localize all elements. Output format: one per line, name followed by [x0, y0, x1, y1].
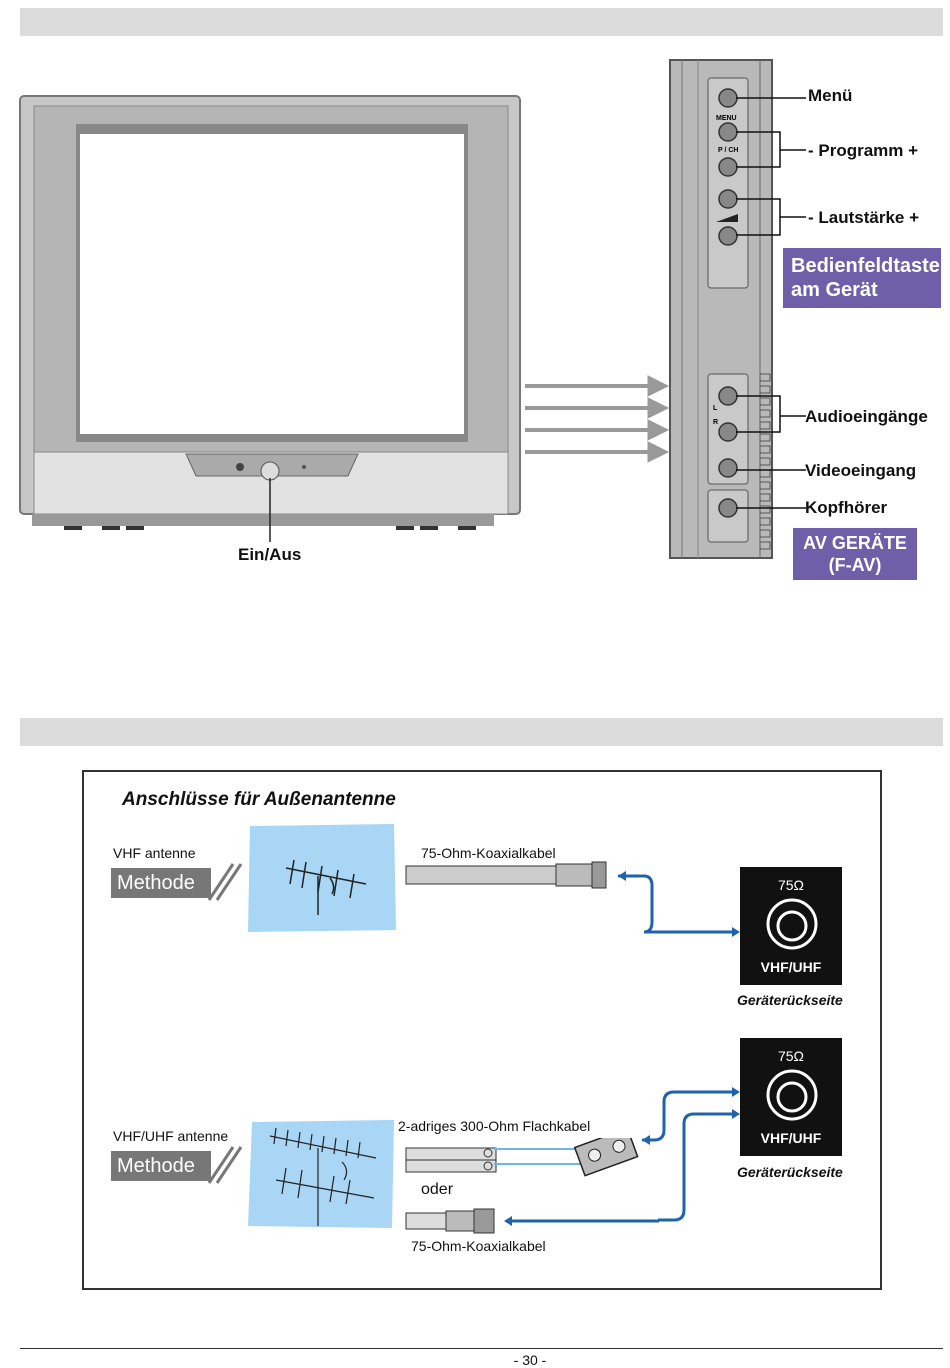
l-small-label: L — [713, 405, 718, 412]
socket-panel-2: 75Ω VHF/UHF — [740, 1038, 842, 1156]
vhf-antenna-label: VHF antenne — [113, 845, 196, 861]
av-badge: AV GERÄTE (F-AV) — [793, 528, 917, 580]
socket-panel-1: 75Ω VHF/UHF — [740, 867, 842, 985]
or-label: oder — [421, 1181, 454, 1198]
coax-link-1 — [648, 927, 740, 937]
coax-link-2 — [658, 1109, 740, 1222]
power-label: Ein/Aus — [238, 545, 302, 564]
antenna-title: Anschlüsse für Außenantenne — [122, 789, 396, 810]
audio-label: Audioeingänge — [805, 407, 928, 426]
programm-label: - Programm + — [808, 141, 919, 160]
ohm-label-2: 75Ω — [777, 1048, 805, 1064]
vhf-antenna-image — [248, 824, 396, 932]
section-header-band-2 — [20, 718, 943, 746]
ohm-label-1: 75Ω — [777, 877, 805, 893]
section-header-band-1 — [20, 8, 943, 36]
video-label: Videoeingang — [805, 461, 917, 480]
vhf-uhf-label-1: VHF/UHF — [760, 959, 822, 975]
coax-cable-label-1: 75-Ohm-Koaxialkabel — [421, 845, 556, 861]
flat-cable-label: 2-adriges 300-Ohm Flachkabel — [398, 1118, 591, 1134]
side-control-panel: MENU P / CH L R — [669, 59, 773, 559]
methode-2-badge: Methode 2 — [111, 1151, 211, 1207]
page-number: - 30 - — [513, 1352, 547, 1368]
hatch-icon-2 — [207, 1146, 243, 1184]
coax-cable-1 — [405, 861, 659, 934]
coax-cable-2 — [405, 1208, 659, 1234]
r-small-label: R — [713, 419, 718, 426]
vhf-uhf-antenna-label: VHF/UHF antenne — [113, 1128, 229, 1144]
footer-rule — [20, 1348, 943, 1349]
methode-1-badge: Methode 1 — [111, 868, 211, 924]
back-side-label-1: Geräterückseite — [737, 992, 843, 1008]
vhf-uhf-socket-icon-2 — [766, 1069, 818, 1121]
vhf-uhf-antenna-image — [248, 1120, 394, 1228]
callout-lines — [736, 97, 806, 509]
hatch-icon — [207, 863, 243, 901]
vhf-uhf-label-2: VHF/UHF — [760, 1130, 822, 1146]
flat-cable-link — [642, 1087, 740, 1145]
connection-arrows — [525, 375, 670, 463]
tv-front-illustration — [19, 95, 521, 542]
antenna-connection-box — [82, 770, 882, 1290]
back-side-label-2: Geräterückseite — [737, 1164, 843, 1180]
control-panel-badge: Bedienfeldtasten am Gerät — [783, 248, 950, 308]
flat-cable — [405, 1138, 639, 1177]
vhf-uhf-socket-icon — [766, 898, 818, 950]
coax-cable-label-2: 75-Ohm-Koaxialkabel — [411, 1238, 546, 1254]
pch-small-label: P / CH — [718, 147, 739, 154]
menu-small-label: MENU — [716, 115, 737, 122]
menu-label: Menü — [808, 86, 853, 105]
lautstaerke-label: - Lautstärke + — [808, 208, 920, 227]
headphone-label: Kopfhörer — [805, 498, 888, 517]
